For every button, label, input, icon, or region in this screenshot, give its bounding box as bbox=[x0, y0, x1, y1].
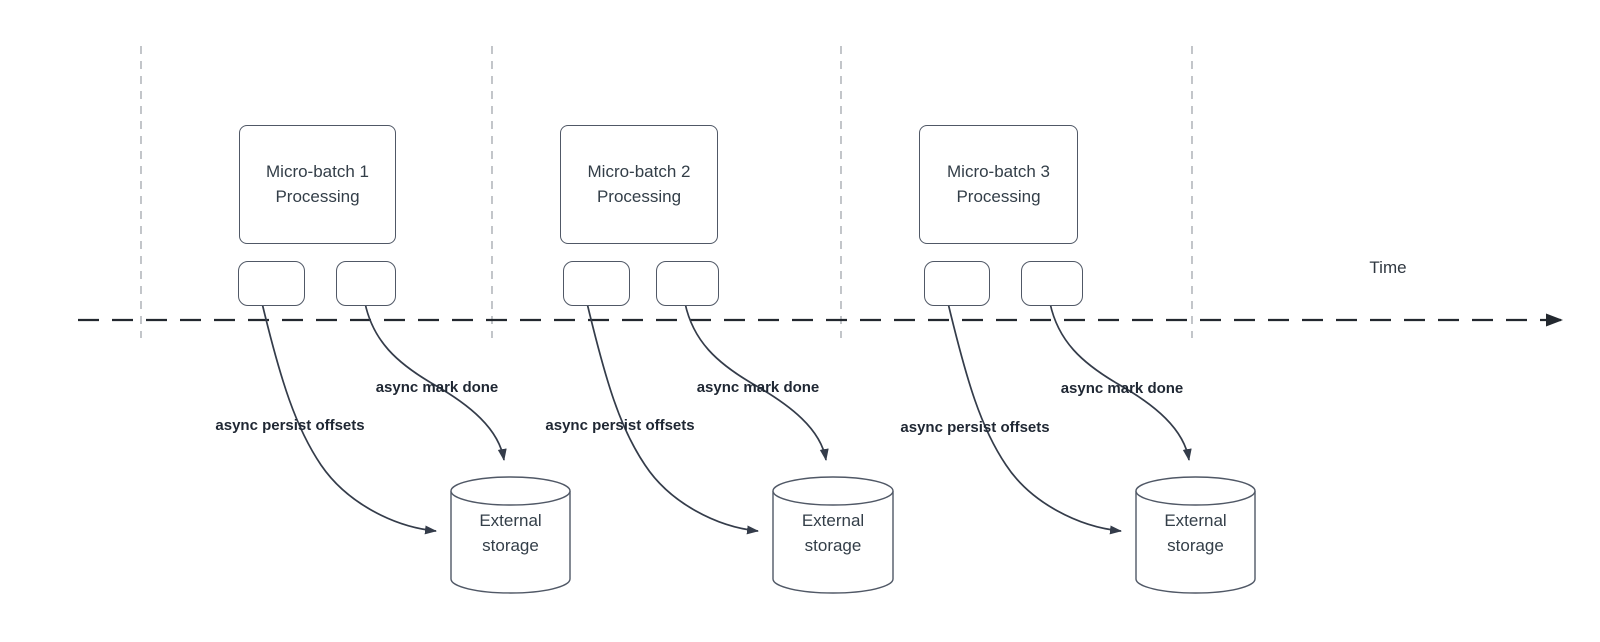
mark-done-arrow-3 bbox=[1049, 302, 1192, 461]
persist-offsets-arrow-2 bbox=[586, 302, 759, 535]
mark-done-arrow-2 bbox=[684, 302, 829, 461]
cylinder-top-3 bbox=[1135, 476, 1256, 506]
persist-offsets-source-box-3 bbox=[924, 261, 990, 306]
persist-offsets-arrow-1 bbox=[261, 302, 437, 535]
external-storage-label-3: External storage bbox=[1164, 511, 1227, 555]
persist-offsets-label-1: async persist offsets bbox=[215, 417, 365, 434]
cylinder-body-1 bbox=[450, 491, 571, 594]
external-storage-cylinder-2 bbox=[772, 476, 894, 594]
external-storage-cylinder-1 bbox=[450, 476, 571, 594]
micro-batch-1-label: Micro-batch 1 Processing bbox=[266, 161, 369, 206]
micro-batch-3-box: Micro-batch 3 Processing bbox=[919, 125, 1078, 244]
mark-done-arrow-1 bbox=[364, 302, 507, 461]
cylinder-top-2 bbox=[772, 476, 894, 506]
external-storage-label-2: External storage bbox=[801, 511, 865, 555]
micro-batch-1-box: Micro-batch 1 Processing bbox=[239, 125, 396, 244]
persist-offsets-label-3: async persist offsets bbox=[900, 419, 1050, 436]
cylinder-body-3 bbox=[1135, 491, 1256, 594]
micro-batch-3-label: Micro-batch 3 Processing bbox=[947, 161, 1050, 206]
external-storage-cylinder-3 bbox=[1135, 476, 1256, 594]
mark-done-source-box-3 bbox=[1021, 261, 1083, 306]
mark-done-source-box-2 bbox=[656, 261, 719, 306]
cylinder-top-1 bbox=[450, 476, 571, 506]
micro-batch-2-box: Micro-batch 2 Processing bbox=[560, 125, 718, 244]
cylinder-body-2 bbox=[772, 491, 894, 594]
persist-offsets-source-box-2 bbox=[563, 261, 630, 306]
time-axis-label: Time bbox=[1369, 258, 1407, 277]
mark-done-label-3: async mark done bbox=[1060, 380, 1184, 397]
persist-offsets-arrow-3 bbox=[947, 302, 1122, 535]
mark-done-source-box-1 bbox=[336, 261, 396, 306]
external-storage-label-1: External storage bbox=[479, 511, 542, 555]
mark-done-label-2: async mark done bbox=[696, 379, 820, 396]
persist-offsets-source-box-1 bbox=[238, 261, 305, 306]
micro-batch-2-label: Micro-batch 2 Processing bbox=[587, 161, 691, 206]
persist-offsets-label-2: async persist offsets bbox=[545, 417, 695, 434]
mark-done-label-1: async mark done bbox=[375, 379, 499, 396]
